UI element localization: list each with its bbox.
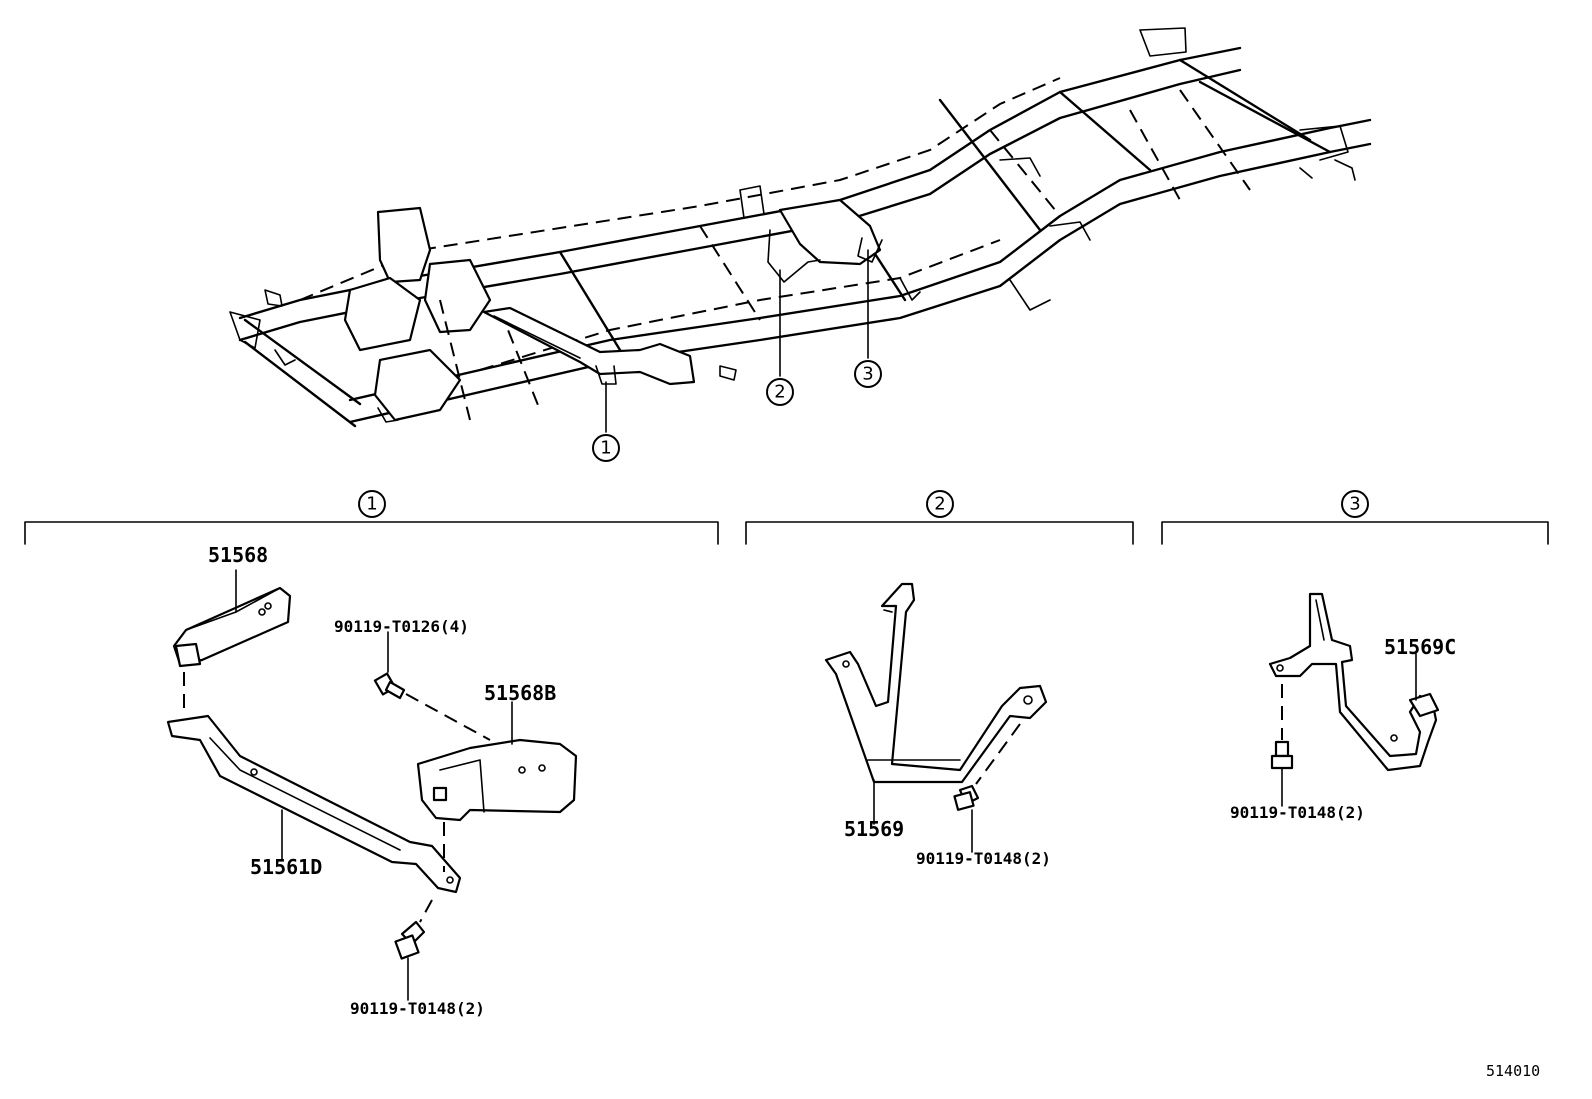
callout-2-top: 2 xyxy=(766,378,794,406)
part-label-90119-T0148-a: 90119-T0148(2) xyxy=(350,999,485,1018)
part-51568-bracket xyxy=(172,569,292,668)
part-51569-strap xyxy=(824,582,1048,784)
part-label-90119-T0126: 90119-T0126(4) xyxy=(334,617,469,636)
callout-leaders xyxy=(605,249,869,433)
callout-2-label: 2 xyxy=(774,382,785,403)
part-51569C-strap xyxy=(1268,592,1440,772)
callout-3-top: 3 xyxy=(854,360,882,388)
part-label-51569: 51569 xyxy=(844,817,904,841)
part-label-90119-T0148-b: 90119-T0148(2) xyxy=(916,849,1051,868)
part-label-51568B: 51568B xyxy=(484,681,556,705)
section-3-label: 3 xyxy=(1349,494,1360,515)
callout-1-top: 1 xyxy=(592,434,620,462)
part-label-90119-T0148-c: 90119-T0148(2) xyxy=(1230,803,1365,822)
section-1-label: 1 xyxy=(366,494,377,515)
section-2-label: 2 xyxy=(934,494,945,515)
bolt-90119-T0148-section3 xyxy=(1270,740,1294,770)
section-3-bracket: 3 xyxy=(1161,490,1549,545)
section-2-bracket: 2 xyxy=(745,490,1134,545)
part-label-51569C: 51569C xyxy=(1384,635,1456,659)
bolt-90119-T0126 xyxy=(373,672,406,700)
part-51561D-crossmember xyxy=(166,714,462,894)
callout-1-label: 1 xyxy=(600,438,611,459)
section-1-bracket: 1 xyxy=(24,490,719,545)
part-label-51561D: 51561D xyxy=(250,855,322,879)
bolt-90119-T0148-section1 xyxy=(394,920,426,960)
part-51568B-bracket xyxy=(416,738,578,822)
bolt-90119-T0148-section2 xyxy=(953,784,980,811)
part-label-51568: 51568 xyxy=(208,543,268,567)
diagram-reference-number: 514010 xyxy=(1486,1062,1540,1080)
callout-3-label: 3 xyxy=(862,364,873,385)
vehicle-frame-illustration xyxy=(229,27,1372,428)
